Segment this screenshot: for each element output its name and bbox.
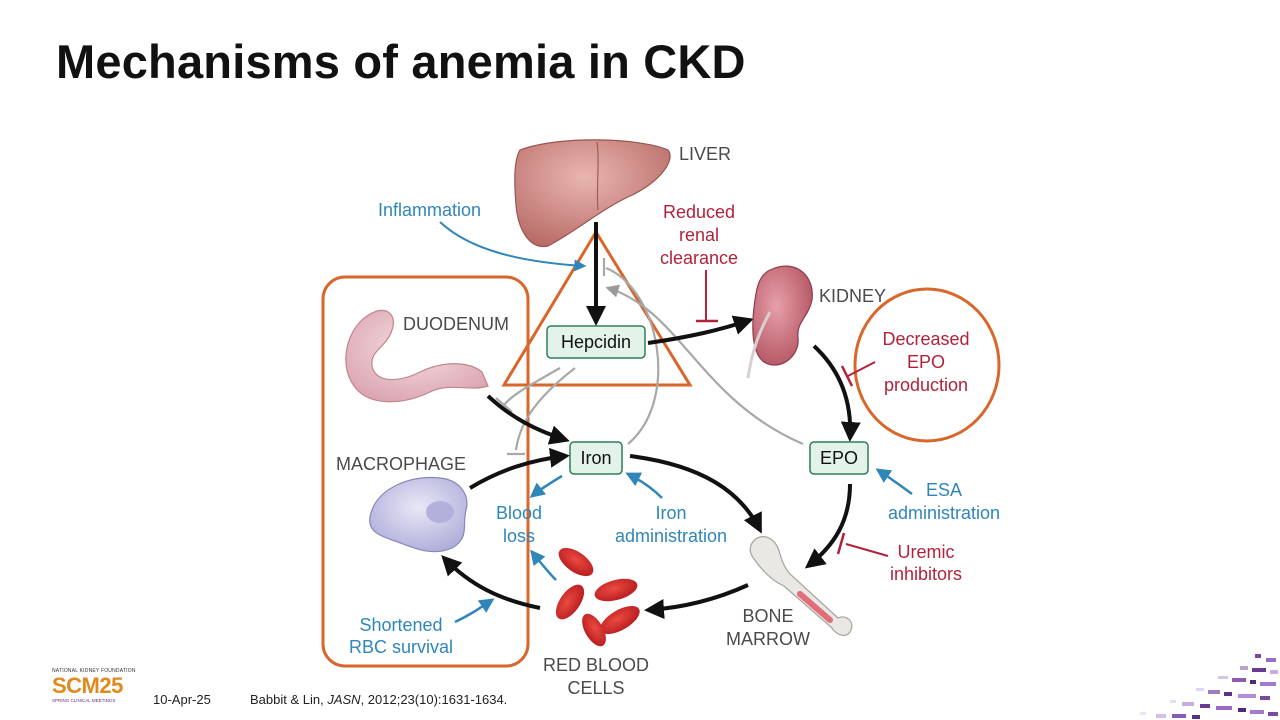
inhibit-bar-epo bbox=[840, 365, 854, 387]
reduced-renal-label-2: renal bbox=[679, 225, 719, 245]
inhibit-decreased-epo bbox=[847, 361, 876, 377]
hepcidin-inhibit-bar-duodenum bbox=[495, 397, 513, 413]
arrow-esa-administration bbox=[875, 468, 913, 496]
macrophage-label: MACROPHAGE bbox=[336, 454, 466, 474]
footer-date: 10-Apr-25 bbox=[153, 692, 211, 707]
macrophage-illustration bbox=[369, 476, 468, 553]
footer-reference: Babbit & Lin, JASN, 2012;23(10):1631-163… bbox=[250, 692, 507, 707]
rbc-label-1: RED BLOOD bbox=[543, 655, 649, 675]
esa-label-2: administration bbox=[888, 503, 1000, 523]
shortened-label-2: RBC survival bbox=[349, 637, 453, 657]
hepcidin-box: Hepcidin bbox=[546, 325, 646, 359]
blood-loss-label-2: loss bbox=[503, 526, 535, 546]
arrow-blood-loss bbox=[529, 474, 563, 498]
feedback-iron-to-hepcidin bbox=[605, 266, 660, 445]
iron-admin-label-1: Iron bbox=[655, 503, 686, 523]
iron-label: Iron bbox=[580, 448, 611, 468]
rbc-label-2: CELLS bbox=[567, 678, 624, 698]
decreased-epo-label-1: Decreased bbox=[882, 329, 969, 349]
epo-box: EPO bbox=[809, 441, 869, 475]
duodenum-label: DUODENUM bbox=[403, 314, 509, 334]
inhibit-uremic bbox=[845, 543, 889, 557]
blood-loss-label-1: Blood bbox=[496, 503, 542, 523]
logo-brand: SCM25 bbox=[52, 673, 123, 698]
feedback-epo-to-hepcidin bbox=[605, 284, 804, 446]
esa-label-1: ESA bbox=[926, 480, 962, 500]
reduced-renal-label-3: clearance bbox=[660, 248, 738, 268]
iron-admin-label-2: administration bbox=[615, 526, 727, 546]
liver-illustration bbox=[514, 139, 671, 248]
bone-marrow-label-1: BONE bbox=[742, 606, 793, 626]
uremic-label-1: Uremic bbox=[898, 542, 955, 562]
ref-details: , 2012;23(10):1631-1634. bbox=[360, 692, 508, 707]
arrow-kidney-to-epo bbox=[812, 344, 861, 442]
arrow-epo-to-bone-marrow bbox=[804, 483, 852, 569]
kidney-label: KIDNEY bbox=[819, 286, 886, 306]
hepcidin-inhibit-macrophage bbox=[514, 367, 576, 451]
uremic-label-2: inhibitors bbox=[890, 564, 962, 584]
bone-marrow-label-2: MARROW bbox=[726, 629, 810, 649]
arrow-hepcidin-to-kidney bbox=[647, 315, 754, 345]
iron-box: Iron bbox=[569, 441, 623, 475]
hepcidin-inhibit-duodenum bbox=[503, 367, 561, 406]
duodenum-illustration bbox=[345, 309, 489, 403]
arrow-inflammation bbox=[439, 221, 587, 272]
ref-journal: JASN bbox=[327, 692, 361, 707]
highlight-triangle-hepcidin bbox=[501, 229, 693, 387]
decorative-pixel-pattern bbox=[1140, 654, 1278, 719]
reduced-renal-label-1: Reduced bbox=[663, 202, 735, 222]
arrow-macrophage-to-iron bbox=[468, 447, 570, 490]
slide-title: Mechanisms of anemia in CKD bbox=[56, 35, 746, 88]
inhibit-bar-uremic bbox=[836, 532, 846, 555]
arrow-shortened-survival bbox=[454, 598, 495, 624]
scm25-logo: NATIONAL KIDNEY FOUNDATION SCM25 SPRING … bbox=[52, 668, 144, 712]
arrow-duodenum-to-iron bbox=[486, 394, 570, 445]
arrow-iron-to-bone-marrow bbox=[629, 454, 762, 534]
shortened-label-1: Shortened bbox=[359, 615, 442, 635]
inflammation-label: Inflammation bbox=[378, 200, 481, 220]
red-blood-cells-illustration bbox=[555, 547, 640, 647]
liver-label: LIVER bbox=[679, 144, 731, 164]
kidney-illustration bbox=[746, 265, 813, 379]
decreased-epo-label-3: production bbox=[884, 375, 968, 395]
logo-sub: SPRING CLINICAL MEETINGS bbox=[52, 698, 116, 703]
ref-authors: Babbit & Lin, bbox=[250, 692, 328, 707]
arrow-rbc-to-macrophage bbox=[441, 555, 541, 610]
arrow-iron-administration bbox=[625, 472, 663, 499]
bone-marrow-illustration bbox=[749, 536, 853, 636]
highlight-box-gut-macrophage bbox=[321, 275, 530, 668]
arrow-bone-marrow-to-rbc bbox=[644, 583, 749, 619]
decreased-epo-label-2: EPO bbox=[907, 352, 945, 372]
epo-label: EPO bbox=[820, 448, 858, 468]
arrow-rbc-blood-loss bbox=[530, 549, 557, 581]
logo-org: NATIONAL KIDNEY FOUNDATION bbox=[52, 668, 136, 674]
hepcidin-label: Hepcidin bbox=[561, 332, 631, 352]
highlight-circle-epo-production bbox=[853, 287, 1001, 443]
